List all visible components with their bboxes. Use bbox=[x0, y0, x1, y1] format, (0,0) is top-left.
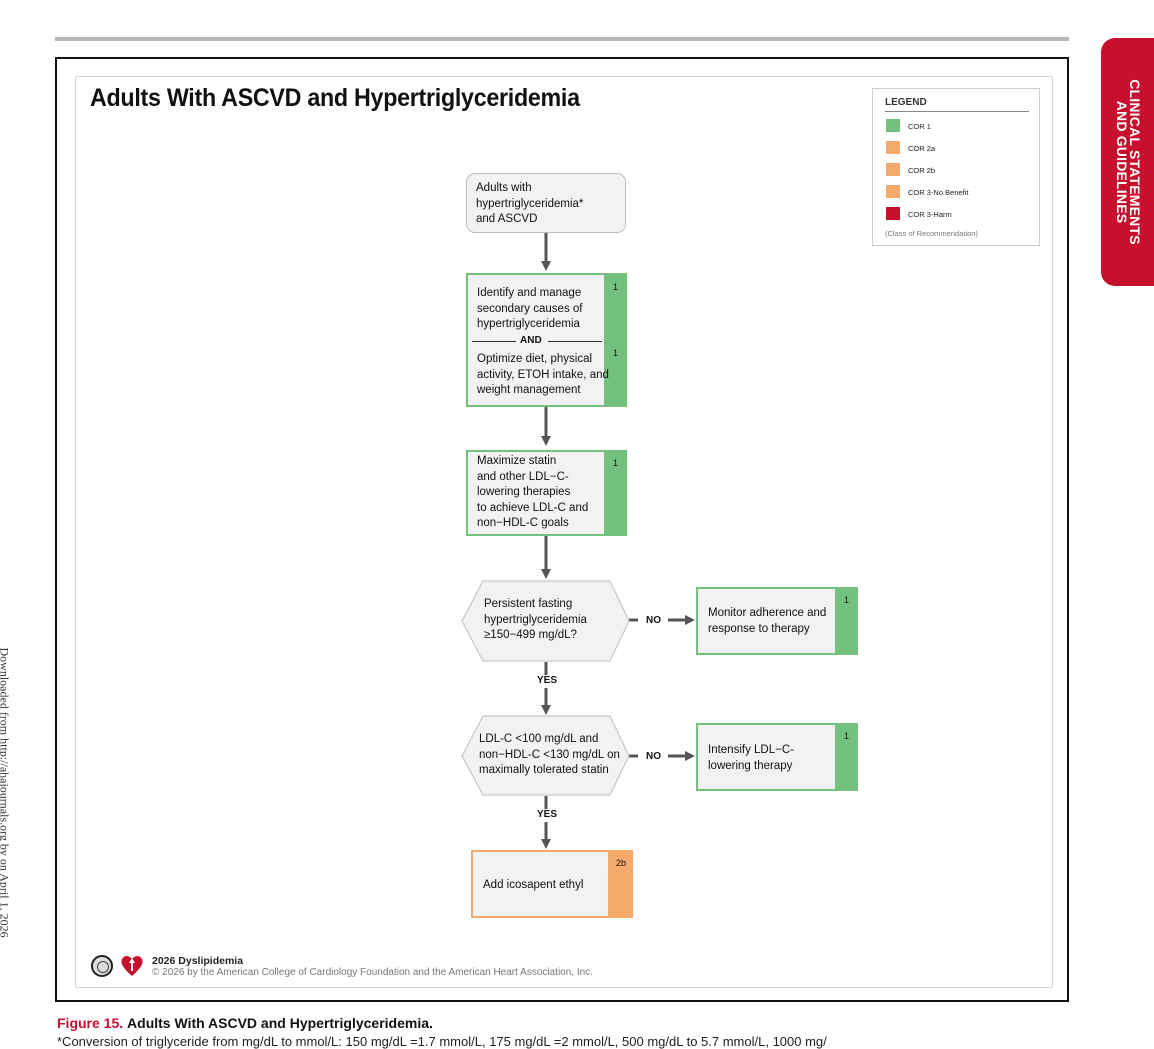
decision2-text: LDL-C <100 mg/dL and non−HDL-C <130 mg/d… bbox=[479, 732, 620, 779]
acc-seal-icon bbox=[91, 955, 113, 977]
caption-text: Adults With ASCVD and Hypertriglyceridem… bbox=[127, 1015, 433, 1031]
step2-box: 1 Maximize statin and other LDL−C- lower… bbox=[466, 450, 627, 536]
step1-box: 1 1 Identify and manage secondary causes… bbox=[466, 273, 627, 407]
and-rule-right bbox=[548, 341, 602, 342]
step1a-cor: 1 bbox=[612, 282, 618, 292]
decision2-line2: non−HDL-C <130 mg/dL on bbox=[479, 748, 620, 761]
monitor-line2: response to therapy bbox=[708, 622, 810, 635]
legend-label-cor3-harm: COR 3-Harm bbox=[908, 210, 952, 219]
step1b-line3: weight management bbox=[477, 384, 581, 396]
step2-line2: and other LDL−C- bbox=[477, 470, 569, 483]
start-line2: hypertriglyceridemia* bbox=[476, 197, 584, 210]
caption-number: Figure 15. bbox=[57, 1015, 124, 1031]
legend-label-cor2a: COR 2a bbox=[908, 144, 936, 153]
step1b-line1: Optimize diet, physical bbox=[477, 353, 593, 365]
and-label: AND bbox=[520, 335, 542, 346]
figure-title: Adults With ASCVD and Hypertriglyceridem… bbox=[90, 84, 580, 112]
legend-swatch-cor3-harm bbox=[886, 207, 900, 220]
decision2-no-label: NO bbox=[646, 751, 661, 762]
step2-line5: non−HDL-C goals bbox=[477, 517, 569, 529]
top-rule bbox=[55, 37, 1069, 41]
monitor-cor: 1 bbox=[843, 595, 849, 605]
step1-cor-bar bbox=[604, 275, 625, 405]
decision1-line3: ≥150−499 mg/dL? bbox=[484, 629, 577, 641]
step2-cor-bar bbox=[604, 452, 625, 534]
icosapent-cor-bar bbox=[608, 852, 631, 916]
legend-title: LEGEND bbox=[885, 97, 927, 108]
figure-caption: Figure 15. Adults With ASCVD and Hypertr… bbox=[57, 1015, 433, 1031]
step2-cor: 1 bbox=[612, 458, 618, 468]
intensify-line1: Intensify LDL−C- bbox=[708, 744, 794, 756]
legend-label-cor1: COR 1 bbox=[908, 122, 931, 131]
decision2-yes-label: YES bbox=[537, 809, 558, 820]
step2-line4: to achieve LDL-C and bbox=[477, 501, 589, 514]
monitor-line1: Monitor adherence and bbox=[708, 607, 827, 619]
decision2-shape bbox=[461, 715, 630, 796]
start-box: Adults with hypertriglyceridemia* and AS… bbox=[466, 173, 626, 233]
intensify-cor: 1 bbox=[843, 731, 849, 741]
icosapent-line1: Add icosapent ethyl bbox=[483, 879, 584, 891]
legend: LEGEND COR 1 COR 2a COR 2b COR 3-No Bene… bbox=[872, 88, 1040, 246]
step1a-line1: Identify and manage bbox=[477, 287, 582, 299]
legend-label-cor2b: COR 2b bbox=[908, 166, 936, 175]
footer-copyright: © 2026 by the American College of Cardio… bbox=[152, 967, 593, 978]
step1b-cor: 1 bbox=[612, 348, 618, 358]
step2-line1: Maximize statin bbox=[477, 455, 557, 467]
intensify-box: 1 Intensify LDL−C- lowering therapy bbox=[696, 723, 858, 791]
legend-swatch-cor2a bbox=[886, 141, 900, 154]
legend-swatch-cor3-no-benefit bbox=[886, 185, 900, 198]
footer-title: 2026 Dyslipidemia bbox=[152, 955, 244, 967]
and-rule-left bbox=[472, 341, 516, 342]
intensify-cor-bar bbox=[835, 725, 856, 789]
step1b-line2: activity, ETOH intake, and bbox=[477, 368, 609, 381]
legend-label-cor3-no-benefit: COR 3-No Benefit bbox=[908, 188, 969, 197]
intensify-line2: lowering therapy bbox=[708, 759, 793, 772]
aha-heart-torch-icon bbox=[121, 956, 143, 976]
decision1-yes-label: YES bbox=[537, 675, 558, 686]
monitor-box: 1 Monitor adherence and response to ther… bbox=[696, 587, 858, 655]
figure-frame bbox=[55, 57, 1069, 1002]
monitor-cor-bar bbox=[835, 589, 856, 653]
step1a-line2: secondary causes of bbox=[477, 302, 583, 315]
legend-note: (Class of Recommendation) bbox=[885, 229, 978, 238]
decision1-text: Persistent fasting hypertriglyceridemia … bbox=[484, 597, 587, 644]
legend-swatch-cor1 bbox=[886, 119, 900, 132]
decision1-no-label: NO bbox=[646, 615, 661, 626]
icosapent-box: 2b Add icosapent ethyl bbox=[471, 850, 633, 918]
footnote: *Conversion of triglyceride from mg/dL t… bbox=[57, 1034, 827, 1049]
decision2-line3: maximally tolerated statin bbox=[479, 764, 609, 776]
step2-line3: lowering therapies bbox=[477, 486, 571, 498]
start-line3: and ASCVD bbox=[476, 213, 538, 225]
step1a-line3: hypertriglyceridemia bbox=[477, 318, 580, 330]
decision1-line2: hypertriglyceridemia bbox=[484, 613, 587, 626]
decision1-shape bbox=[461, 580, 630, 662]
decision1-line1: Persistent fasting bbox=[484, 598, 573, 610]
figure-panel bbox=[75, 76, 1053, 988]
start-line1: Adults with bbox=[476, 182, 532, 194]
icosapent-cor: 2b bbox=[615, 858, 626, 868]
section-tab: CLINICAL STATEMENTS AND GUIDELINES bbox=[1101, 38, 1154, 286]
legend-divider bbox=[885, 111, 1029, 112]
decision2-line1: LDL-C <100 mg/dL and bbox=[479, 733, 599, 745]
legend-swatch-cor2b bbox=[886, 163, 900, 176]
